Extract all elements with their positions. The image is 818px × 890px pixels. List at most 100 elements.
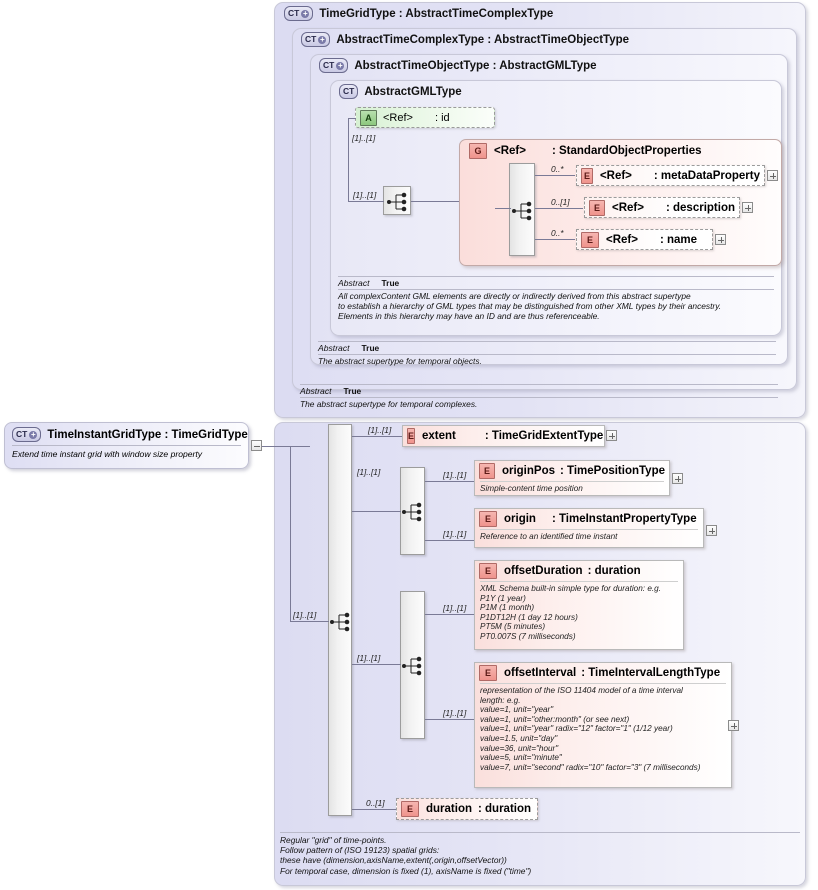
element-header: E <Ref> : name <box>577 230 712 250</box>
sequence-icon <box>387 192 407 212</box>
cardinality-offsetinterval: [1]..[1] <box>443 708 467 718</box>
group-ref-label: <Ref> <box>494 145 526 157</box>
group-icon: G <box>469 143 487 159</box>
element-origin[interactable]: E origin : TimeInstantPropertyType Refer… <box>474 508 704 548</box>
element-description[interactable]: E <Ref> : description <box>584 197 740 218</box>
element-ref-label: <Ref> <box>599 170 632 182</box>
connector-group-child-1 <box>535 175 575 176</box>
element-icon: E <box>589 200 606 216</box>
cardinality-gml-seq: [1]..[1] <box>353 190 377 200</box>
element-name-label: offsetDuration <box>504 565 583 577</box>
cardinality-name: 0..* <box>551 228 564 238</box>
element-type-label: : TimeIntervalLengthType <box>581 667 721 679</box>
element-header: E origin : TimeInstantPropertyType <box>475 509 703 529</box>
connector-offsetinterval <box>425 719 474 720</box>
element-icon: E <box>479 563 497 579</box>
footer-documentation-block: Regular "grid" of time-points. Follow pa… <box>280 832 800 876</box>
element-name-label: duration <box>426 803 472 815</box>
element-name-label: offsetInterval <box>504 667 577 679</box>
element-name-label: : description <box>665 202 735 214</box>
connector-group-child-2 <box>535 208 583 209</box>
connector-duration <box>352 809 396 810</box>
root-type-documentation: Extend time instant grid with window siz… <box>12 445 241 459</box>
annotation-key: Abstract <box>318 343 350 353</box>
sequence-compositor-gml[interactable] <box>383 186 411 215</box>
expander-name[interactable] <box>715 234 726 245</box>
element-offsetduration[interactable]: E offsetDuration : duration XML Schema b… <box>474 560 684 650</box>
annotation-abstracttimecomplextype: Abstract True The abstract supertype for… <box>300 384 778 410</box>
expander-metadataproperty[interactable] <box>767 170 778 181</box>
sequence-compositor-origin[interactable] <box>400 467 425 555</box>
annotation-row: Abstract True <box>318 341 776 353</box>
element-originpos[interactable]: E originPos : TimePositionType Simple-co… <box>474 460 670 496</box>
complextype-title-abstracttimeobjecttype: CT+ AbstractTimeObjectType : AbstractGML… <box>319 58 597 73</box>
element-extent[interactable]: E extent : TimeGridExtentType <box>402 425 605 447</box>
sequence-icon <box>330 612 350 632</box>
connector-group-child-3 <box>535 239 575 240</box>
element-header: E originPos : TimePositionType <box>475 461 669 481</box>
element-header: E extent : TimeGridExtentType <box>403 426 604 446</box>
element-icon: E <box>581 232 599 248</box>
root-type-timeinstantgridtype[interactable]: CT+ TimeInstantGridType : TimeGridType E… <box>4 422 249 469</box>
element-header: E <Ref> : description <box>585 198 739 218</box>
element-ref-label: <Ref> <box>606 234 638 246</box>
sequence-icon <box>512 201 532 221</box>
complextype-title-abstracttimecomplextype: CT+ AbstractTimeComplexType : AbstractTi… <box>301 32 629 47</box>
cardinality-originpos: [1]..[1] <box>443 470 467 480</box>
complextype-icon: CT+ <box>301 32 331 47</box>
annotation-value: True <box>361 343 380 353</box>
element-metadataproperty[interactable]: E <Ref> : metaDataProperty <box>576 165 765 186</box>
element-icon: E <box>479 511 497 527</box>
expander-extent[interactable] <box>606 430 617 441</box>
annotation-value: True <box>381 278 400 288</box>
complextype-icon: CT+ <box>319 58 349 73</box>
annotation-abstracttimeobjecttype: Abstract True The abstract supertype for… <box>318 341 776 367</box>
element-icon: E <box>401 801 419 817</box>
element-icon: E <box>581 168 593 184</box>
root-type-title: CT+ TimeInstantGridType : TimeGridType <box>5 423 248 445</box>
expander-description[interactable] <box>742 202 753 213</box>
attribute-ref-label: <Ref> <box>383 111 413 124</box>
element-name-label: origin <box>504 513 536 525</box>
connector-attr-horizontal <box>348 118 356 119</box>
cardinality-main-seq: [1]..[1] <box>293 610 317 620</box>
complextype-title-abstractgmltype: CT AbstractGMLType <box>339 84 462 99</box>
connector-offsetduration <box>425 614 474 615</box>
expander-offsetinterval[interactable] <box>728 720 739 731</box>
element-type-label: : duration <box>478 803 532 815</box>
connector-origin-seq-in <box>352 511 401 512</box>
element-duration[interactable]: E duration : duration <box>396 798 538 820</box>
expander-originpos[interactable] <box>672 473 683 484</box>
element-documentation: XML Schema built-in simple type for dura… <box>480 581 678 645</box>
cardinality-metadataproperty: 0..* <box>551 164 564 174</box>
connector-root-vertical <box>290 446 291 621</box>
complextype-label: AbstractGMLType <box>364 85 462 98</box>
expander-origin[interactable] <box>706 525 717 536</box>
element-offsetinterval[interactable]: E offsetInterval : TimeIntervalLengthTyp… <box>474 662 732 788</box>
element-header: E offsetInterval : TimeIntervalLengthTyp… <box>475 663 731 683</box>
annotation-key: Abstract <box>338 278 370 288</box>
complextype-icon: CT+ <box>284 6 314 21</box>
root-type-label: TimeInstantGridType : TimeGridType <box>47 428 248 441</box>
expander-root-type[interactable] <box>251 440 262 451</box>
element-documentation: Reference to an identified time instant <box>480 529 698 545</box>
element-documentation: representation of the ISO 11404 model of… <box>480 683 726 775</box>
connector-originpos <box>425 481 474 482</box>
annotation-row: Abstract True <box>300 384 778 396</box>
cardinality-attr-group: [1]..[1] <box>352 133 376 143</box>
sequence-compositor-group[interactable] <box>509 163 535 256</box>
sequence-icon <box>402 656 422 676</box>
complextype-container-lower[interactable] <box>274 422 806 886</box>
group-title: G <Ref> : StandardObjectProperties <box>469 143 702 159</box>
sequence-compositor-offset[interactable] <box>400 591 425 739</box>
element-name-label: : metaDataProperty <box>653 170 760 182</box>
connector-main-seq-in <box>290 621 329 622</box>
complextype-icon: CT+ <box>12 427 42 442</box>
element-type-label: : TimeGridExtentType <box>484 430 604 442</box>
element-type-label: : TimeInstantPropertyType <box>551 513 697 525</box>
sequence-compositor-main[interactable] <box>328 424 352 816</box>
element-name[interactable]: E <Ref> : name <box>576 229 713 250</box>
attribute-ref-id[interactable]: A <Ref> : id <box>355 107 495 128</box>
attribute-icon: A <box>360 109 377 126</box>
